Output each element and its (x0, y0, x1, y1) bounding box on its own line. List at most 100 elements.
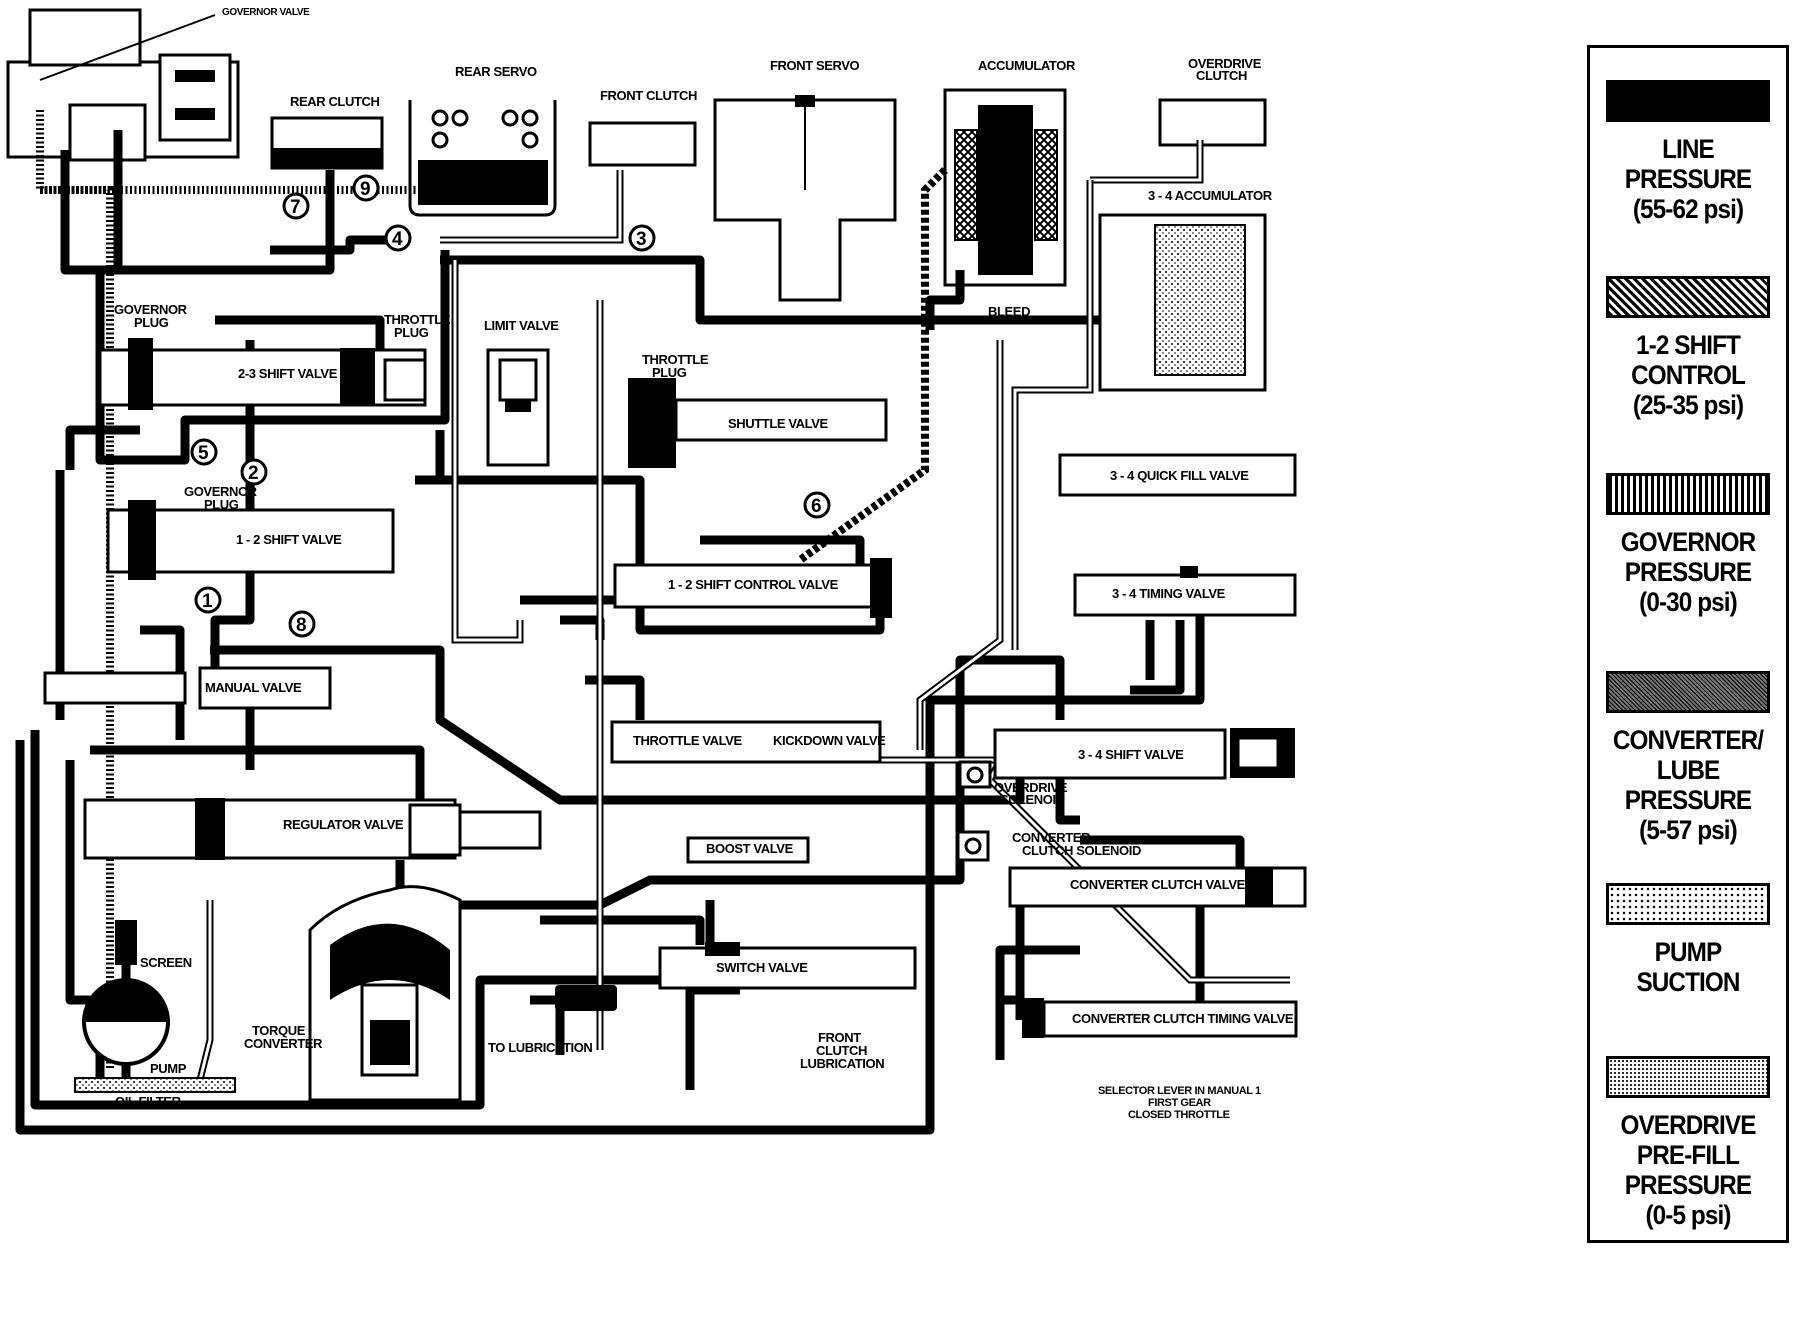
rear-servo-label: REAR SERVO (455, 64, 537, 79)
line-pressure-swatch (1606, 80, 1770, 122)
circuit-number-3: 3 (628, 224, 656, 252)
front-servo (713, 95, 897, 302)
limit-valve-label: LIMIT VALVE (484, 318, 559, 333)
converter-clutch-solenoid (956, 830, 990, 862)
accumulator-3-4 (1098, 213, 1267, 392)
circuit-number-5: 5 (190, 438, 218, 466)
quick-fill-valve-3-4-label: 3 - 4 QUICK FILL VALVE (1110, 468, 1249, 483)
pump-label: PUMP (150, 1061, 187, 1076)
circuit-number-6: 6 (803, 491, 831, 519)
rear-clutch (270, 116, 384, 170)
svg-text:2: 2 (248, 463, 259, 484)
shift-valve-3-4 (993, 728, 1295, 780)
to-lubrication-label: TO LUBRICATION (488, 1040, 592, 1055)
converter-lube-swatch (1606, 671, 1770, 713)
governor-assembly (6, 8, 240, 162)
timing-valve-3-4 (1073, 566, 1297, 617)
shift-valve-1-2-label: 1 - 2 SHIFT VALVE (236, 532, 342, 547)
shift-control-valve-1-2-label: 1 - 2 SHIFT CONTROL VALVE (668, 577, 839, 592)
overdrive-solenoid (958, 760, 992, 789)
screen-label: SCREEN (140, 955, 192, 970)
svg-text:4: 4 (392, 229, 403, 250)
converter-clutch-timing-valve (1022, 998, 1298, 1038)
pump-suction-swatch (1606, 883, 1770, 925)
manual-valve (43, 666, 332, 710)
shuttle-valve-label: SHUTTLE VALVE (728, 416, 828, 431)
circuit-number-4: 4 (384, 224, 412, 252)
hydraulic-circuit-diagram: GOVERNOR VALVE REAR CLUTCH REAR SERVO FR… (6, 7, 1307, 1135)
circuit-number-9: 9 (352, 174, 380, 202)
accumulator-label: ACCUMULATOR (978, 58, 1076, 73)
shift-control-valve-1-2 (613, 558, 892, 618)
cooler (555, 985, 617, 1011)
boost-valve-label: BOOST VALVE (706, 841, 794, 856)
limit-valve (486, 348, 550, 467)
circuit-number-2: 2 (240, 458, 268, 486)
front-servo-label: FRONT SERVO (770, 58, 860, 73)
legend-item-converter-lube: CONVERTER/LUBE PRESSURE(5-57 psi) (1590, 671, 1786, 845)
front-clutch-label: FRONT CLUTCH (600, 88, 697, 103)
switch-valve-label: SWITCH VALVE (716, 960, 808, 975)
quick-fill-valve-3-4 (1058, 453, 1297, 497)
shift-valve-2-3-label: 2-3 SHIFT VALVE (238, 366, 338, 381)
legend-label: CONVERTER/LUBE PRESSURE(5-57 psi) (1612, 725, 1764, 845)
rear-servo (408, 100, 557, 217)
bleed-label: BLEED (988, 304, 1030, 319)
svg-text:8: 8 (296, 615, 307, 636)
valve-2-3-shift (98, 338, 427, 410)
accumulator (943, 88, 1067, 287)
torque-converter (308, 885, 462, 1102)
overdrive-clutch (1158, 98, 1267, 147)
pump-screen-filter (74, 920, 236, 1093)
shuttle-valve (628, 378, 888, 468)
kickdown-valve-label: KICKDOWN VALVE (773, 733, 886, 748)
converter-clutch-valve-label: CONVERTER CLUTCH VALVE (1070, 877, 1246, 892)
front-clutch (588, 121, 697, 167)
legend-label: LINE PRESSURE(55-62 psi) (1624, 134, 1752, 224)
throttle-kickdown-valve (610, 720, 882, 764)
shift-control-swatch (1606, 276, 1770, 318)
svg-text:3: 3 (636, 229, 647, 250)
accumulator-3-4-label: 3 - 4 ACCUMULATOR (1148, 188, 1273, 203)
converter-clutch-timing-valve-label: CONVERTER CLUTCH TIMING VALVE (1072, 1011, 1294, 1026)
regulator-valve-label: REGULATOR VALVE (283, 817, 404, 832)
overdrive-prefill-swatch (1606, 1056, 1770, 1098)
circuit-number-1: 1 (194, 586, 222, 614)
converter-clutch-valve (1008, 866, 1307, 908)
switch-valve (658, 942, 917, 990)
timing-valve-3-4-label: 3 - 4 TIMING VALVE (1112, 586, 1226, 601)
cooler-label: COOLER (564, 991, 618, 1006)
svg-text:1: 1 (202, 591, 213, 612)
legend-item-line-pressure: LINE PRESSURE(55-62 psi) (1590, 80, 1786, 224)
oil-filter-label: OIL FILTER (115, 1094, 182, 1109)
rear-clutch-label: REAR CLUTCH (290, 94, 379, 109)
valve-1-2-shift (106, 500, 395, 580)
circuit-number-7: 7 (282, 192, 310, 220)
secondary-circuits (36, 110, 1290, 1081)
svg-text:5: 5 (198, 443, 209, 464)
circuit-number-8: 8 (288, 610, 316, 638)
svg-text:6: 6 (811, 496, 822, 517)
governor-pressure-swatch (1606, 473, 1770, 515)
regulator-valve (83, 798, 542, 860)
shift-valve-3-4-label: 3 - 4 SHIFT VALVE (1078, 747, 1184, 762)
